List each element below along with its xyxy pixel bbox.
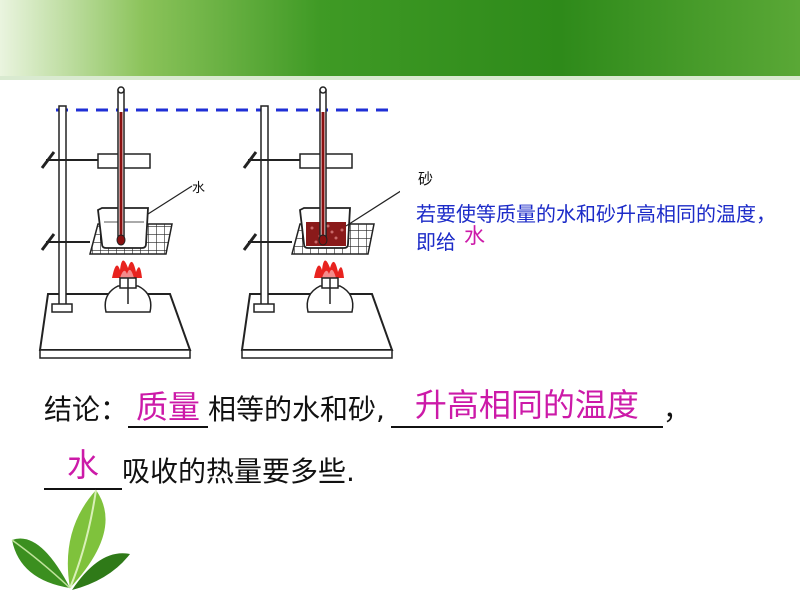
- conclusion-suffix: 吸收的热量要多些.: [122, 455, 355, 488]
- conclusion-prefix: 结论：: [44, 393, 129, 426]
- left-apparatus: [38, 86, 193, 359]
- question-note: 若要使等质量的水和砂升高相同的温度，即给水: [416, 200, 776, 256]
- experiment-diagram: 水: [38, 86, 400, 359]
- leaf-decoration: [11, 489, 130, 590]
- question-answer: 水: [464, 224, 485, 248]
- blank-temperature-answer: 升高相同的温度: [414, 386, 639, 424]
- blank-water: 水: [44, 446, 122, 490]
- blank-mass-answer: 质量: [136, 388, 201, 426]
- conclusion-comma: ，: [662, 393, 691, 426]
- right-apparatus: [240, 86, 400, 359]
- conclusion-line-2: 水吸收的热量要多些.: [44, 446, 355, 490]
- conclusion-line-1: 结论：质量相等的水和砂, 升高相同的温度 ，: [44, 386, 691, 428]
- question-text: 若要使等质量的水和砂升高相同的温度，即给: [416, 202, 776, 254]
- conclusion-mid: 相等的水和砂,: [208, 393, 385, 426]
- water-label: 水: [192, 181, 205, 196]
- blank-temperature: 升高相同的温度: [390, 386, 663, 428]
- blank-mass: 质量: [128, 388, 209, 428]
- blank-water-answer: 水: [66, 446, 99, 484]
- header-band: [0, 0, 800, 76]
- header-divider: [0, 76, 800, 80]
- sand-label: 砂: [418, 170, 434, 188]
